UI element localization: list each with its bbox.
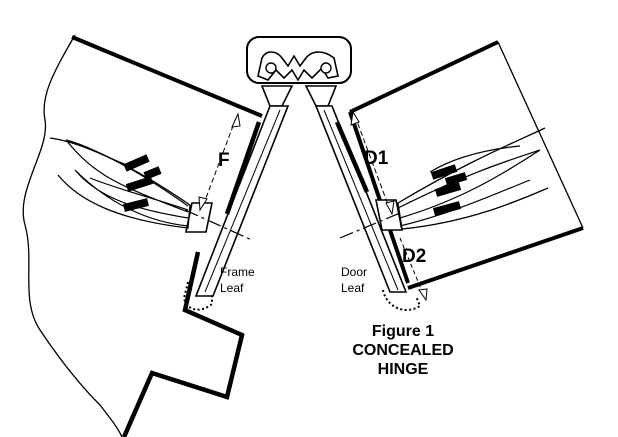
door-pin-mark-3 [432,201,462,216]
frame-leaf-label-line1: Frame [220,265,255,279]
door-pin-mark-2 [434,182,462,197]
frame-pin-mark-3 [123,198,149,212]
door-panel-bottom-edge [407,226,584,290]
frame-mortise-connector [49,137,253,241]
door-axis-line [339,212,401,239]
knuckle-arm-left [260,85,294,107]
dim-d2-arrow [418,288,428,302]
frame-leaf-label: Frame Leaf [220,264,255,296]
dimension-d1 [350,110,395,216]
frame-leaf-label-line2: Leaf [220,281,244,295]
door-leaf-thick-segment [334,121,370,193]
figure-caption-line2: CONCEALED [352,342,454,359]
dimension-d2 [399,237,428,302]
knuckle-pin-right [320,62,332,74]
dim-d1-line [354,115,391,211]
door-panel [348,40,584,290]
dim-f-label: F [218,150,230,171]
door-connector-outline [397,127,549,230]
door-mortise-box [375,199,403,231]
door-leaf-label-line2: Leaf [341,281,365,295]
figure-caption: Figure 1 CONCEALED HINGE [338,322,468,380]
figure-caption-line1: Figure 1 [371,323,435,340]
dim-d2-label: D2 [402,246,427,267]
frame-panel-z-edge [121,251,245,437]
frame-panel-break-line [22,34,123,437]
door-leaf-label: Door Leaf [341,264,367,296]
figure-caption-line3: HINGE [377,361,429,378]
door-leaf-centerline [323,109,399,291]
frame-connector-outline [49,137,191,229]
door-pin-mark-4 [444,172,468,186]
dim-d1-arrow-bottom [385,200,395,216]
door-panel-top-edge [349,40,499,114]
dimension-f [198,112,241,212]
frame-leaf-centerline [204,109,281,293]
hinge-knuckle [246,36,352,107]
door-panel-inner-edge [348,111,410,284]
frame-panel-top-edge [71,35,263,118]
dim-d1-label: D1 [364,148,389,169]
frame-axis-line [184,209,253,241]
knuckle-arm-right [304,85,338,107]
frame-panel [22,34,263,437]
frame-pin-mark-4 [143,166,162,180]
frame-leaf [182,105,290,311]
dim-d1-arrow-top [350,110,360,126]
door-mortise-connector [339,127,549,239]
frame-pin-mark-1 [123,154,150,172]
frame-leaf-dotted-tip [182,281,213,311]
knuckle-pin-left [265,62,277,74]
door-connector-fan [397,145,541,227]
door-leaf-dotted-tip [382,289,422,311]
frame-connector-fan [65,139,189,227]
dim-d2-line [399,237,425,297]
frame-pin-mark-2 [125,176,154,192]
door-panel-right-edge [497,41,584,229]
door-leaf [314,105,422,311]
door-pin-mark-1 [430,164,458,180]
dim-f-arrow-bottom [198,196,208,212]
dim-f-arrow-top [231,112,241,128]
door-leaf-label-line1: Door [341,265,368,279]
knuckle-interlock [257,51,339,82]
frame-leaf-thick-segment [224,121,262,215]
